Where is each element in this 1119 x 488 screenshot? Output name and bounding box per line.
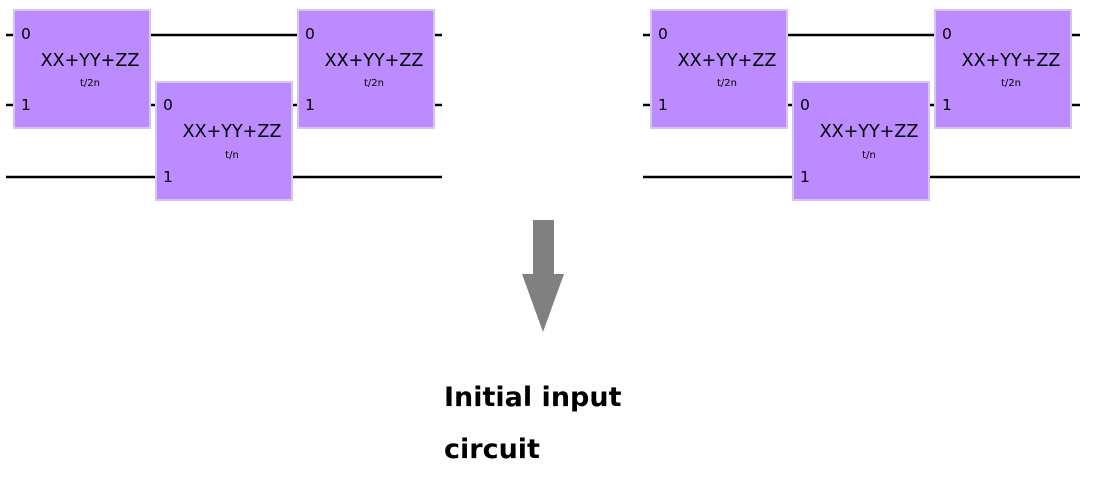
gate-param: t/n [862,150,876,161]
port-label-1: 1 [21,96,31,114]
gate-box [155,81,293,201]
gate-label: XX+YY+ZZ [678,51,777,71]
caption: Initial input circuit [444,372,622,476]
caption-line-1: Initial input [444,382,622,413]
gate-3: 0 1 XX+YY+ZZ t/2n [297,9,435,129]
circuit-right: 0 1 XX+YY+ZZ t/2n 0 1 XX+YY+ZZ t/n 0 1 X… [643,9,1080,201]
gate-label: XX+YY+ZZ [41,51,140,71]
gate-param: t/2n [80,78,100,89]
port-label-1: 1 [305,96,315,114]
gate-2: 0 1 XX+YY+ZZ t/n [792,81,930,201]
port-label-0: 0 [658,25,668,43]
gate-param: t/2n [364,78,384,89]
gate-box [792,81,930,201]
gate-box [650,9,788,129]
port-label-0: 0 [21,25,31,43]
gate-label: XX+YY+ZZ [183,122,282,142]
gate-label: XX+YY+ZZ [820,122,919,142]
gate-box [934,9,1072,129]
gate-box [297,9,435,129]
port-label-0: 0 [305,25,315,43]
gate-param: t/n [225,150,239,161]
port-label-0: 0 [163,96,173,114]
gate-param: t/2n [717,78,737,89]
port-label-0: 0 [800,96,810,114]
caption-line-2: circuit [444,434,540,465]
port-label-1: 1 [942,96,952,114]
gate-param: t/2n [1001,78,1021,89]
down-arrow-icon [522,220,564,332]
wires [643,33,1080,179]
gate-1: 0 1 XX+YY+ZZ t/2n [13,9,151,129]
gate-label: XX+YY+ZZ [325,51,424,71]
port-label-1: 1 [163,168,173,186]
gate-box [13,9,151,129]
port-label-1: 1 [800,168,810,186]
gate-label: XX+YY+ZZ [962,51,1061,71]
gate-2: 0 1 XX+YY+ZZ t/n [155,81,293,201]
port-label-1: 1 [658,96,668,114]
circuit-left: 0 1 XX+YY+ZZ t/2n 0 1 XX+YY+ZZ t/n 0 1 X… [6,9,442,201]
port-label-0: 0 [942,25,952,43]
gate-3: 0 1 XX+YY+ZZ t/2n [934,9,1072,129]
gate-1: 0 1 XX+YY+ZZ t/2n [650,9,788,129]
